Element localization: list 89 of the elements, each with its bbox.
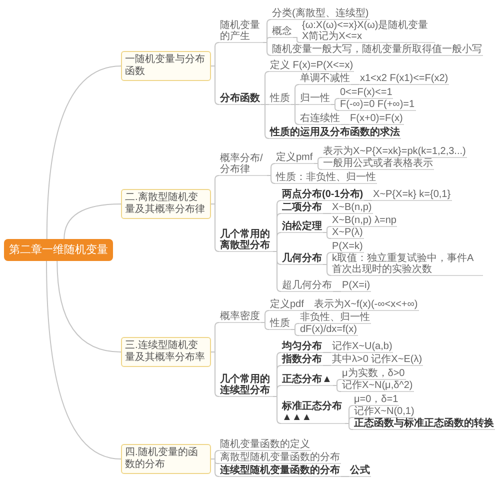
connector-line [340,124,350,125]
subtopic: 正态函数与标准正态函数的转换 [353,418,495,430]
subtopic: X~P(λ) [331,227,364,239]
subtopic: 随机变量一般大写，随机变量所取得值一般小写 [271,44,483,56]
subtopic: 二项分布 [281,202,323,214]
connector-line [332,291,342,292]
subtopic: P(X=k) [331,241,364,253]
subtopic: 表示为X~f(x)(-∞<x<+∞) [313,299,419,311]
subtopic: μ为实数，δ>0 [341,368,406,380]
connector-line [364,200,372,201]
subtopic: 定义 F(x)=P(X<=x) [269,60,354,72]
subtopic: F(-∞)=0 F(+∞)=1 [339,99,416,111]
subtopic: 正态分布▲ [281,374,333,386]
central-topic: 第二章一维随机变量 [4,239,113,261]
subtopic: X~P{X=k} k={0,1} [372,189,452,201]
subtopic: dF(x)/dx=f(x) [299,324,358,336]
subtopic: 非负性、归一性 [299,312,371,324]
subtopic: 性质：非负性、归一性 [275,172,377,184]
subtopic: 一般用公式或者表格表示 [322,158,434,170]
subtopic: 分类(离散型、连续型) [271,8,370,20]
subtopic: k取值：独立重复试验中，事件A首次出现时的实验次数 [331,253,483,276]
subtopic: 记作X~N(μ,δ^2) [341,380,414,392]
connector-line [56,260,122,352]
connector-line [304,310,314,311]
subtopic: 概率分布/分布律 [219,153,267,176]
subtopic: {ω:X(ω)<=x}X(ω)是随机变量 X简记为X<=x [301,20,435,43]
subtopic: 标准正态分布▲▲▲ [281,401,345,424]
connector-line [210,458,220,477]
subtopic: 概率密度 [219,311,261,323]
subtopic: 概念 [271,26,293,38]
subtopic: 离散型随机变量函数的分布 [219,452,341,464]
connector-line [330,104,340,111]
subtopic: 分布函数 [219,93,261,105]
subtopic: 归一性 [299,93,331,105]
subtopic: F(x+0)=F(x) [349,113,404,125]
connector-line [266,175,276,184]
subtopic: 右连续性 [299,113,341,125]
subtopic: X~B(n,p) λ=np [331,215,398,227]
connector-line [210,352,220,397]
connector-line [46,260,122,460]
connector-line [322,232,332,239]
connector-line [210,66,220,105]
subtopic: 定义pdf [269,299,305,311]
subtopic: 记作X~U(a,b) [331,341,394,353]
subtopic: 公式 [349,465,371,477]
subtopic: 性质 [269,318,291,330]
connector-line [64,204,122,240]
subtopic: 表示为X~P{X=xk}=pk(k=1,2,3...) [322,146,467,158]
subtopic: 几个常用的连续型分布 [219,374,273,397]
connector-line [322,352,332,353]
subtopic: 性质的运用及分布函数的求法 [269,127,401,139]
subtopic: 性质 [269,93,291,105]
subtopic: 连续型随机变量函数的分布 [219,465,341,477]
connector-line [322,365,332,366]
main-topic: 四.随机变量的函数的分布 [121,444,211,474]
connector-line [292,37,302,43]
main-topic: 二.离散型随机变量及其概率分布律 [121,189,211,219]
subtopic: P(X=i) [341,280,372,292]
subtopic: 记作X~N(0,1) [353,406,416,418]
connector-line [46,66,122,240]
subtopic: 均匀分布 [281,341,323,353]
subtopic: 随机变量的产生 [219,20,263,43]
subtopic: 随机变量函数的定义 [219,439,311,451]
connector-line [332,385,342,392]
connector-line [350,84,360,85]
subtopic: 超几何分布 [281,280,333,292]
connector-line [260,322,270,330]
subtopic: x1<x2 F(x1)<=F(x2) [359,73,450,85]
subtopic: 单调不减性 [299,73,351,85]
connector-line [322,213,332,214]
subtopic: 其中λ>0 记作X~E(λ) [331,354,424,366]
connector-line [340,476,350,477]
connector-line [344,423,354,430]
subtopic: μ=0，δ=1 [353,394,400,406]
subtopic: 定义pmf [275,152,314,164]
connector-line [272,251,282,292]
main-topic: 三.连续型随机变量及其概率分布率 [121,337,211,367]
subtopic: 0<=F(x)<=1 [339,87,394,99]
subtopic: 几何分布 [281,253,323,265]
subtopic: 泊松定理 [281,221,323,233]
subtopic: 几个常用的离散型分布 [219,229,273,252]
connector-line [260,104,270,139]
subtopic: 指数分布 [281,354,323,366]
connector-line [314,163,322,170]
subtopic: X~B(n,p) [331,202,373,214]
main-topic: 一随机变量与分布函数 [121,51,211,81]
connector-line [290,329,300,336]
connector-line [210,204,220,252]
subtopic: 两点分布(0-1分布) [281,189,364,201]
